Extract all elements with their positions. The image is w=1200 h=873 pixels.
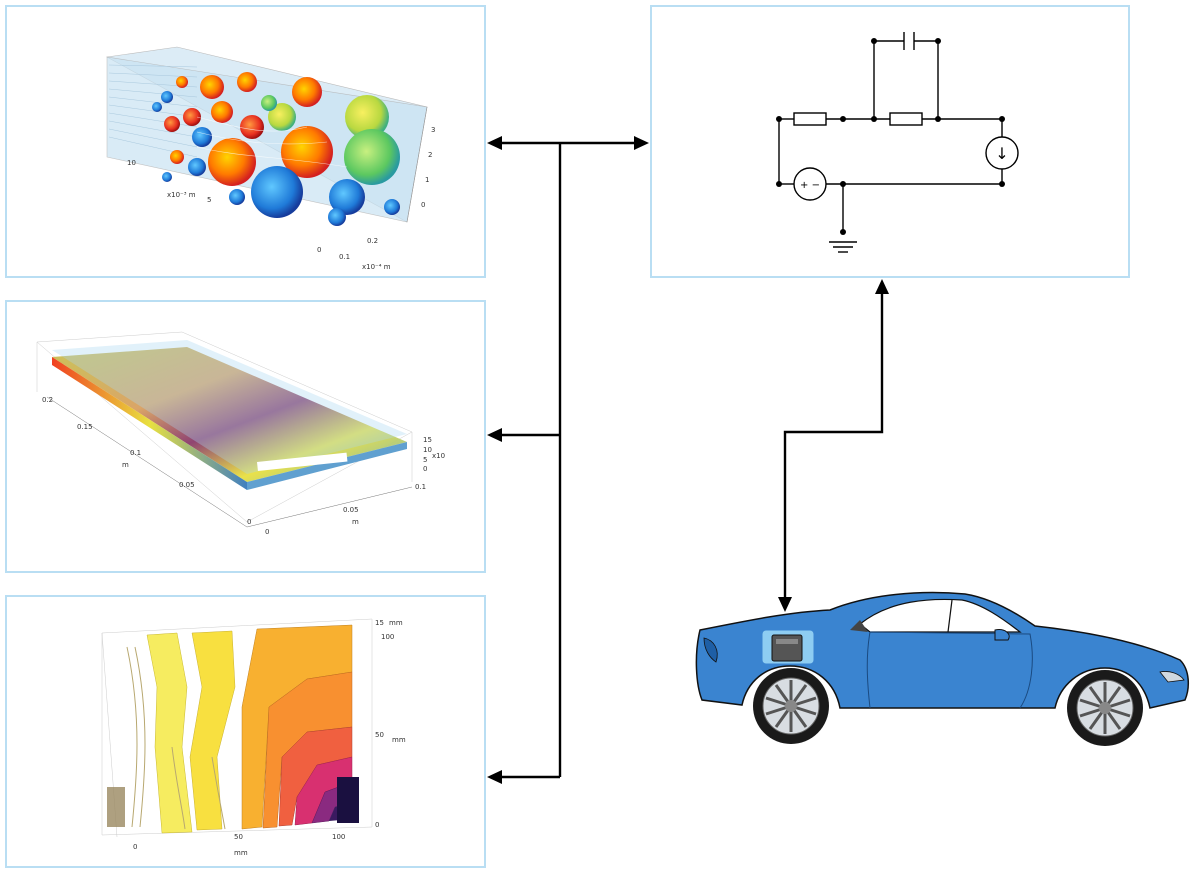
rear-wheel [753, 668, 829, 744]
front-wheel [1067, 670, 1143, 746]
arrow-car-circuit [785, 292, 882, 600]
electric-car-illustration [690, 590, 1195, 750]
battery-pack [772, 635, 802, 661]
